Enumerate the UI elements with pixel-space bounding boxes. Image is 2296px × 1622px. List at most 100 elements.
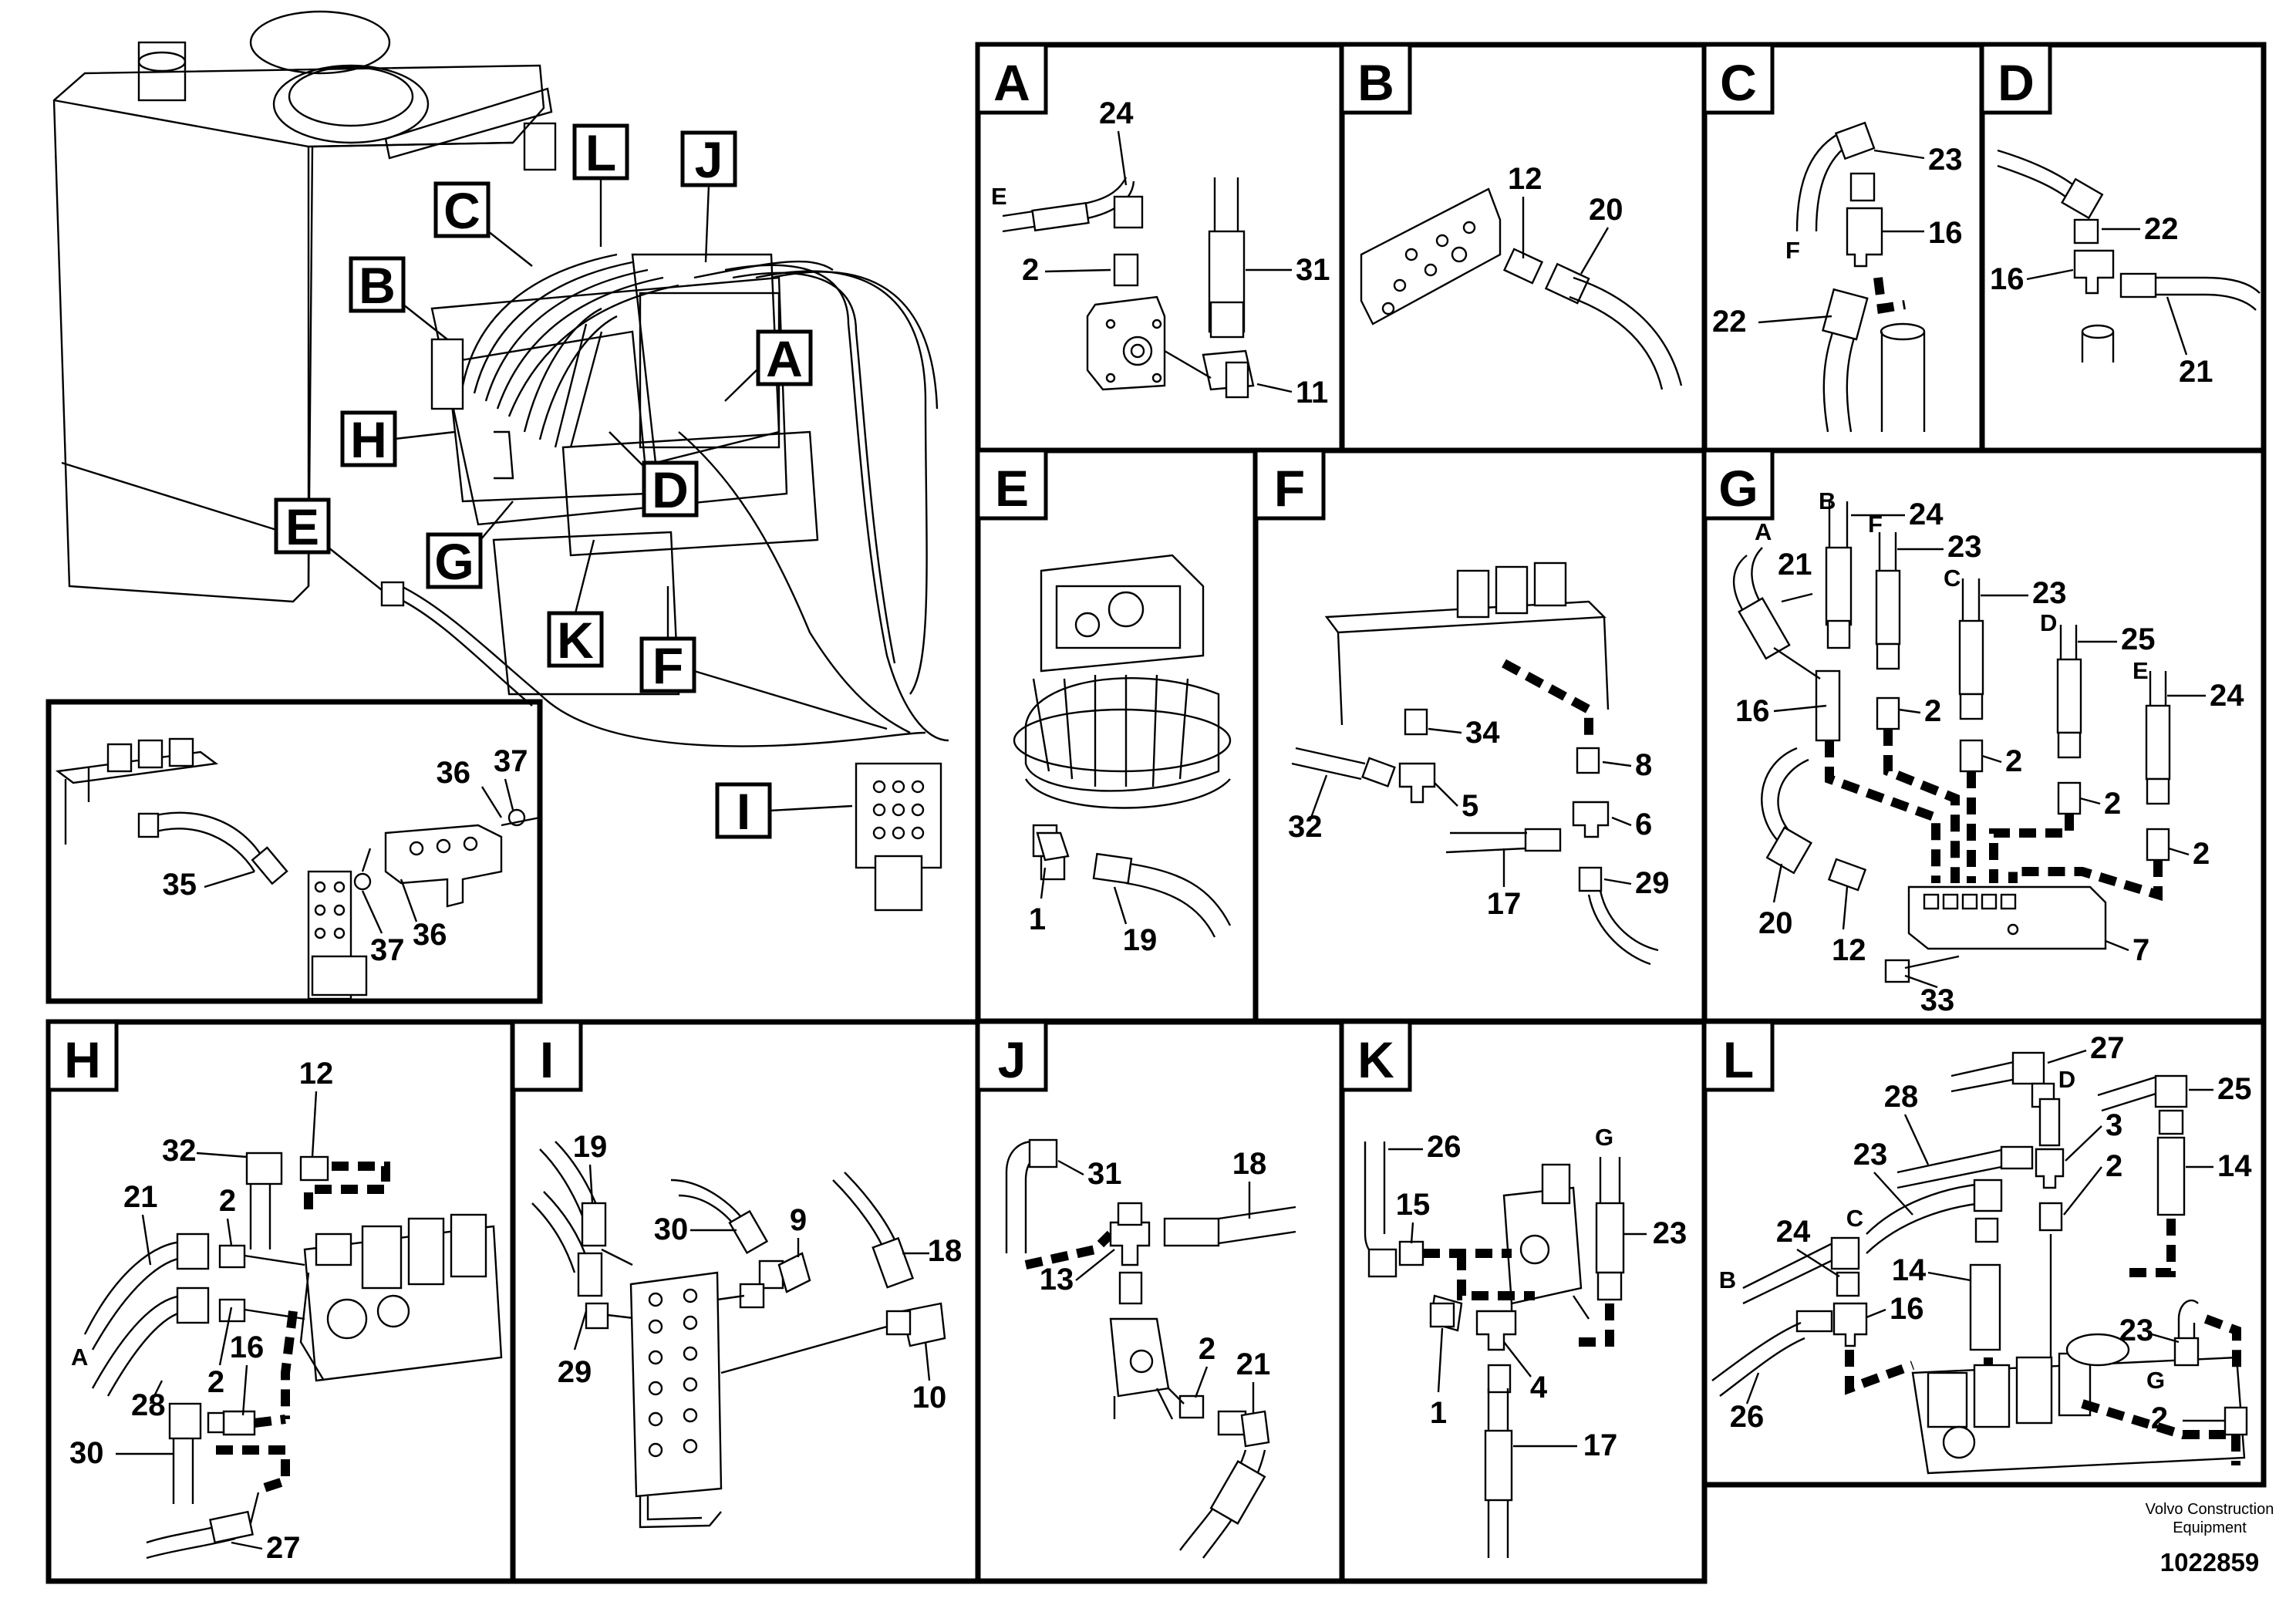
svg-text:C: C — [443, 182, 480, 239]
svg-text:16: 16 — [1928, 216, 1963, 250]
svg-text:10: 10 — [912, 1381, 947, 1415]
svg-text:34: 34 — [1465, 716, 1500, 750]
svg-text:30: 30 — [69, 1436, 104, 1470]
svg-text:16: 16 — [1735, 694, 1770, 728]
svg-text:12: 12 — [299, 1057, 334, 1091]
svg-text:C: C — [1846, 1205, 1863, 1232]
svg-text:6: 6 — [1635, 808, 1652, 841]
svg-text:2: 2 — [1022, 253, 1039, 287]
svg-text:F: F — [652, 637, 683, 694]
svg-text:F: F — [1868, 511, 1883, 538]
svg-text:8: 8 — [1635, 748, 1652, 782]
svg-text:B: B — [1719, 1266, 1736, 1293]
callout-l-tag: L — [572, 123, 629, 247]
callout-j-tag: J — [680, 130, 737, 263]
svg-text:L: L — [585, 124, 616, 181]
callout-a-tag: A — [724, 329, 813, 402]
svg-text:B: B — [1357, 54, 1394, 111]
svg-text:32: 32 — [1288, 810, 1323, 844]
svg-text:12: 12 — [1832, 933, 1866, 967]
inset-panel: 37 36 35 37 36 — [46, 699, 543, 1004]
svg-text:2: 2 — [2151, 1401, 2168, 1435]
svg-text:23: 23 — [1853, 1138, 1888, 1172]
svg-text:21: 21 — [123, 1180, 158, 1214]
callout-b-tag: B — [349, 256, 448, 340]
svg-text:31: 31 — [1296, 253, 1330, 287]
panel-e: E 1 19 — [975, 447, 1259, 1024]
svg-text:9: 9 — [790, 1203, 807, 1237]
svg-text:18: 18 — [928, 1234, 963, 1268]
svg-text:27: 27 — [2090, 1031, 2125, 1065]
svg-text:2: 2 — [2106, 1149, 2122, 1183]
svg-text:1: 1 — [1430, 1396, 1447, 1430]
svg-text:22: 22 — [1712, 305, 1747, 339]
company-name-line2: Equipment — [2173, 1519, 2247, 1536]
svg-text:G: G — [1718, 460, 1758, 517]
svg-text:A: A — [993, 54, 1030, 111]
panel-j: J 31 18 13 2 21 — [975, 1019, 1345, 1584]
svg-text:B: B — [1819, 487, 1836, 514]
svg-text:J: J — [998, 1031, 1027, 1088]
svg-text:23: 23 — [1947, 530, 1982, 564]
svg-text:14: 14 — [1892, 1253, 1927, 1287]
svg-text:28: 28 — [131, 1388, 166, 1422]
panel-b: B 12 20 — [1339, 42, 1708, 454]
drawing-number: 1022859 — [2160, 1548, 2259, 1576]
svg-text:36: 36 — [413, 918, 447, 952]
svg-text:D: D — [2058, 1066, 2075, 1093]
svg-text:2: 2 — [2005, 744, 2022, 778]
svg-text:15: 15 — [1396, 1188, 1431, 1222]
svg-text:E: E — [285, 498, 319, 555]
panel-a: A E 24 2 31 11 — [975, 42, 1345, 454]
callout-i-tag: I — [715, 782, 853, 840]
svg-text:I: I — [540, 1031, 554, 1088]
svg-text:16: 16 — [1990, 262, 2025, 296]
svg-text:1: 1 — [1029, 902, 1046, 936]
svg-text:E: E — [991, 183, 1007, 210]
svg-text:E: E — [2132, 657, 2149, 684]
panel-c: C 23 16 22 F — [1701, 42, 1985, 454]
svg-text:H: H — [350, 411, 387, 468]
svg-text:19: 19 — [1123, 923, 1158, 957]
svg-text:33: 33 — [1920, 983, 1955, 1017]
callout-h-tag: H — [340, 410, 456, 468]
svg-text:32: 32 — [162, 1134, 197, 1168]
svg-text:C: C — [1720, 54, 1757, 111]
svg-text:24: 24 — [1776, 1215, 1811, 1249]
panel-i: I 19 29 30 9 — [510, 1019, 981, 1584]
svg-text:21: 21 — [2179, 355, 2213, 389]
svg-text:16: 16 — [1890, 1292, 1924, 1326]
panel-h: H A 12 32 21 — [46, 1019, 516, 1584]
svg-text:I: I — [737, 783, 750, 840]
svg-text:30: 30 — [654, 1212, 689, 1246]
svg-text:23: 23 — [2032, 576, 2067, 610]
panel-l: L — [1701, 1019, 2267, 1488]
svg-text:37: 37 — [370, 933, 405, 967]
svg-text:A: A — [766, 330, 803, 387]
svg-text:21: 21 — [1778, 548, 1812, 582]
svg-text:17: 17 — [1487, 887, 1522, 921]
svg-text:18: 18 — [1232, 1147, 1267, 1181]
svg-text:24: 24 — [1099, 96, 1134, 130]
svg-text:4: 4 — [1530, 1371, 1548, 1404]
svg-text:G: G — [434, 533, 474, 590]
svg-text:22: 22 — [2144, 212, 2179, 246]
svg-text:16: 16 — [230, 1330, 265, 1364]
svg-text:5: 5 — [1462, 789, 1478, 823]
svg-text:K: K — [557, 612, 594, 669]
svg-text:17: 17 — [1583, 1428, 1618, 1462]
svg-text:2: 2 — [2104, 787, 2121, 821]
svg-text:B: B — [359, 257, 396, 314]
svg-text:G: G — [1595, 1124, 1613, 1151]
svg-text:11: 11 — [1296, 376, 1328, 410]
svg-text:21: 21 — [1236, 1347, 1271, 1381]
svg-text:19: 19 — [573, 1130, 608, 1164]
svg-text:J: J — [695, 131, 723, 188]
svg-text:D: D — [2040, 609, 2057, 636]
callout-g-tag: G — [426, 501, 514, 590]
svg-text:23: 23 — [1653, 1216, 1687, 1250]
panel-d: D 22 16 21 — [1979, 42, 2267, 454]
svg-text:14: 14 — [2217, 1149, 2252, 1183]
svg-text:2: 2 — [207, 1365, 224, 1399]
